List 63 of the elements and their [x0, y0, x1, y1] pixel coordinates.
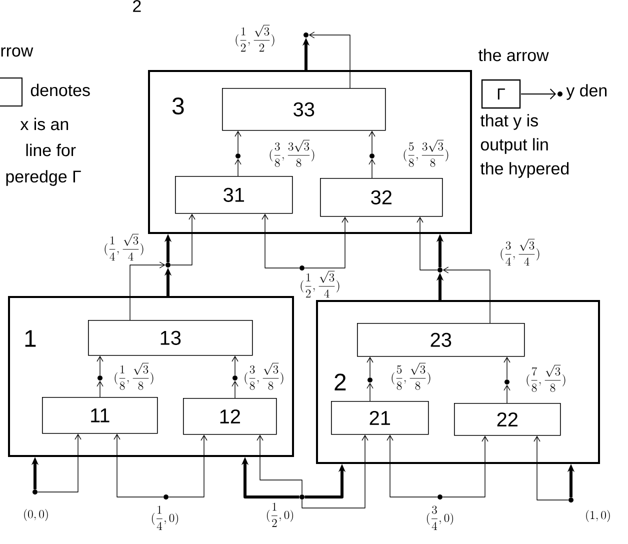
- arrow: [534, 436, 569, 500]
- arrow: [37, 434, 82, 492]
- note-text: that y is: [480, 114, 538, 130]
- process-box: 22: [454, 403, 561, 436]
- gamma-box: Γ: [481, 79, 521, 109]
- arrow: [114, 434, 164, 498]
- arrow: [304, 216, 348, 268]
- process-box: 31: [175, 176, 293, 214]
- arrow: [262, 214, 300, 268]
- note-text: rrow: [1, 47, 34, 57]
- coordinate-label: $(\frac{1}{4},\frac{\sqrt{3}}{4})$: [104, 234, 144, 261]
- arrow: [368, 130, 376, 154]
- coordinate-label: $(\frac{5}{8},\frac{\sqrt{3}}{8})$: [392, 362, 430, 390]
- coordinate-label: $(\frac{3}{8},\frac{\sqrt{3}}{8})$: [244, 362, 284, 390]
- coordinate-label: $(\frac{3}{8},\frac{3\sqrt{3}}{8})$: [270, 140, 314, 167]
- arrow: [96, 380, 104, 398]
- arrow: [234, 158, 242, 176]
- arrow: [234, 130, 242, 154]
- arrow: [302, 434, 368, 508]
- arrow: [366, 382, 374, 402]
- arrow: [366, 356, 374, 378]
- arrow: [130, 262, 166, 320]
- arrow: [96, 356, 104, 376]
- arrow: [504, 384, 510, 404]
- note-text: the hypered: [480, 162, 569, 178]
- process-box: 11: [42, 397, 158, 434]
- coordinate-label: $(\frac{1}{2},0)$: [266, 502, 294, 527]
- arrow: [232, 356, 238, 376]
- arrow: [170, 214, 196, 266]
- note-text: y den: [566, 84, 606, 100]
- note-text: output lin: [480, 138, 548, 154]
- arrow: [368, 158, 376, 178]
- note-text: peredge Γ: [6, 170, 81, 186]
- process-box: 23: [357, 323, 525, 357]
- coordinate-label: $(\frac{7}{8},\frac{\sqrt{3}}{8})$: [526, 364, 566, 392]
- arrow: [308, 32, 350, 88]
- coordinate-label: $(\frac{3}{4},\frac{\sqrt{3}}{4})$: [500, 238, 540, 266]
- process-box: 13: [88, 320, 253, 356]
- note-text: the arrow: [478, 48, 549, 62]
- coordinate-label: $(\frac{1}{2},\frac{\sqrt{3}}{4})$: [300, 270, 340, 298]
- process-box: 33: [222, 88, 386, 131]
- coordinate-label: $(\frac{5}{8},\frac{3\sqrt{3}}{8})$: [404, 140, 448, 167]
- coordinate-label: $(0,0)$: [24, 509, 48, 521]
- coordinate-label: $(1,0)$: [586, 510, 610, 522]
- arrow: [232, 380, 238, 398]
- process-box: 12: [183, 398, 277, 435]
- arrow: [168, 434, 208, 498]
- arrow: [504, 356, 510, 380]
- note-text: x is an: [20, 118, 68, 130]
- note-text: 2: [133, 0, 141, 12]
- arrow: [442, 436, 488, 498]
- coordinate-label: $(\frac{1}{4},0)$: [152, 506, 178, 530]
- process-box: 32: [320, 178, 443, 217]
- arrow: [416, 216, 438, 270]
- coordinate-label: $(\frac{3}{4},0)$: [426, 506, 454, 530]
- arrow: [256, 434, 302, 495]
- note-text: denotes: [30, 84, 90, 96]
- process-box: 21: [331, 401, 429, 435]
- arrow: [386, 434, 438, 498]
- note-text: line for: [26, 144, 76, 156]
- coordinate-label: $(\frac{1}{2},\frac{\sqrt{3}}{2})$: [236, 24, 274, 52]
- coordinate-label: $(\frac{1}{8},\frac{\sqrt{3}}{8})$: [114, 362, 154, 390]
- arrow: [442, 266, 490, 324]
